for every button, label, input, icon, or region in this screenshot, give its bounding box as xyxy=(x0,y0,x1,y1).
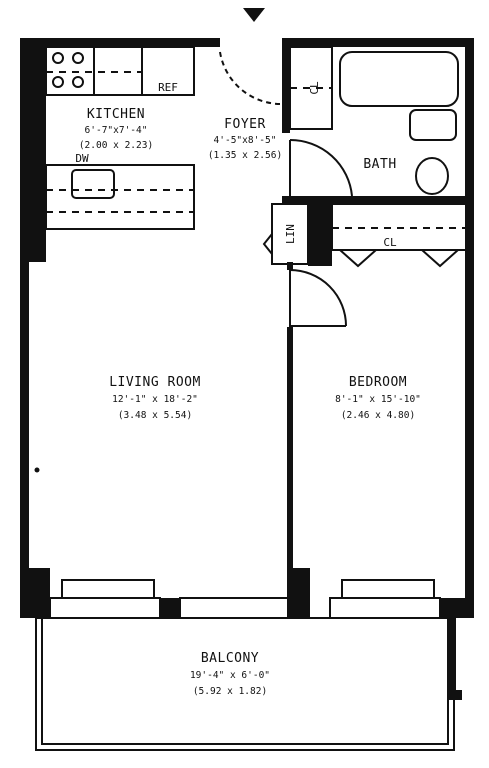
wall-top-right xyxy=(282,38,474,47)
linen-label: LIN xyxy=(284,224,297,244)
wall-left-kitchen xyxy=(20,47,46,262)
kitchen-name: KITCHEN xyxy=(87,107,145,122)
wall-linen-block xyxy=(308,196,332,266)
bedroom-dims-m: (2.46 x 4.80) xyxy=(341,410,415,421)
wall-bottom-mid xyxy=(288,568,310,618)
bedroom-closet-label: CL xyxy=(383,236,397,249)
bath-name: BATH xyxy=(363,157,396,172)
wall-right xyxy=(465,38,474,618)
bedroom-slider-left xyxy=(329,597,441,619)
balcony-name: BALCONY xyxy=(201,651,259,666)
walls xyxy=(20,38,474,700)
bedroom-name: BEDROOM xyxy=(349,375,407,390)
entry-arrow-icon xyxy=(243,8,265,22)
bathtub xyxy=(339,51,459,107)
living-window xyxy=(61,579,155,599)
bath-door-swing xyxy=(289,138,353,197)
wall-top-left xyxy=(20,38,220,47)
balcony-dims-m: (5.92 x 1.82) xyxy=(193,686,267,697)
living-name: LIVING ROOM xyxy=(109,375,201,390)
foyer-dims-m: (1.35 x 2.56) xyxy=(208,150,282,161)
balcony-outline xyxy=(35,617,455,751)
bedroom-dims-ft: 8'-1" x 15'-10" xyxy=(335,394,421,405)
living-dims-m: (3.48 x 5.54) xyxy=(118,410,192,421)
balcony-post xyxy=(448,618,456,700)
foyer-closet-label: CL xyxy=(308,81,321,95)
dw-label: DW xyxy=(75,152,89,165)
wall-bath-bottom xyxy=(282,196,474,204)
kitchen-dims-m: (2.00 x 2.23) xyxy=(79,140,153,151)
kitchen-sink xyxy=(71,169,115,199)
bath-vanity xyxy=(409,109,457,141)
kitchen-bottom-counter xyxy=(45,164,195,230)
living-slider-right xyxy=(179,597,289,619)
toilet xyxy=(415,157,449,195)
entry-door-swing xyxy=(219,51,283,106)
foyer-dims-ft: 4'-5"x8'-5" xyxy=(214,135,277,146)
wall-bottom-left xyxy=(20,568,50,618)
wall-bath-left xyxy=(282,38,290,133)
foyer-name: FOYER xyxy=(224,117,266,132)
dashed-lines xyxy=(46,71,466,229)
stove-burners xyxy=(52,52,84,88)
kitchen-dims-ft: 6'-7"x7'-4" xyxy=(85,125,148,136)
wall-bottom-right xyxy=(440,598,474,618)
balcony-dims-ft: 19'-4" x 6'-0" xyxy=(190,670,270,681)
labels: KITCHEN 6'-7"x7'-4" (2.00 x 2.23) FOYER … xyxy=(75,81,421,697)
living-dims-ft: 12'-1" x 18'-2" xyxy=(112,394,198,405)
bedroom-door-swing xyxy=(289,269,347,327)
bedroom-window xyxy=(341,579,435,599)
wall-dot xyxy=(34,467,40,473)
ref-label: REF xyxy=(158,81,178,94)
wall-bottom-pier xyxy=(160,598,180,618)
wall-bedroom-left xyxy=(287,327,293,617)
wall-left xyxy=(20,38,29,618)
living-slider-left xyxy=(49,597,161,619)
